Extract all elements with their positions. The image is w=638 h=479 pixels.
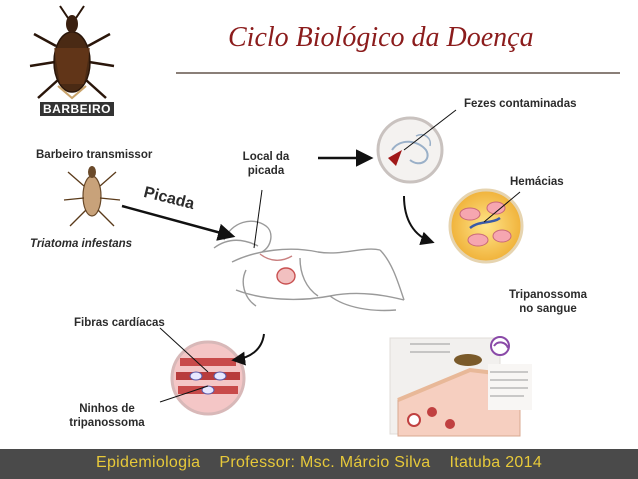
nests-label-line2: tripanossoma <box>69 417 145 429</box>
nests-label-line1: Ninhos de <box>79 403 135 415</box>
skin-cross-section-illustration <box>389 336 532 437</box>
feces-pointer <box>403 109 457 151</box>
cardiac-fibers-label: Fibras cardíacas <box>74 317 165 329</box>
trypanosome-nests-label: Ninhos de tripanossoma <box>60 402 154 430</box>
footer-text: Epidemiologia Professor: Msc. Márcio Sil… <box>95 454 543 471</box>
bite-site-label: Local da picada <box>236 150 296 178</box>
blood-label-line1: Tripanossoma <box>509 289 587 301</box>
feces-micrograph <box>376 116 444 184</box>
barbeiro-logo-label: BARBEIRO <box>40 102 115 116</box>
footer-bar: Epidemiologia Professor: Msc. Márcio Sil… <box>0 449 638 479</box>
feces-label: Fezes contaminadas <box>464 98 577 110</box>
triatoma-bug-illustration <box>63 166 121 227</box>
cycle-arrow-to-cells <box>403 195 435 246</box>
slide-title: Ciclo Biológico da Doença <box>228 22 534 53</box>
barbeiro-bug-illustration <box>29 5 115 100</box>
red-cells-micrograph <box>448 188 524 264</box>
cardiac-pointer <box>159 327 209 373</box>
nests-pointer <box>159 385 209 403</box>
bite-site-label-line2: picada <box>247 165 285 177</box>
red-cells-pointer <box>483 191 521 223</box>
vector-label: Barbeiro transmissor <box>36 149 153 161</box>
cycle-arrow-to-heart <box>231 333 265 366</box>
blood-label-line2: no sangue <box>519 303 577 315</box>
bite-arrow <box>121 204 236 241</box>
title-underline <box>176 72 620 74</box>
bite-site-label-line1: Local da <box>242 151 290 163</box>
species-label: Triatoma infestans <box>30 238 133 250</box>
cardiac-fibers-micrograph <box>170 340 246 416</box>
bite-site-pointer <box>253 189 263 249</box>
reclining-person-sketch <box>213 220 405 312</box>
red-cells-label: Hemácias <box>510 176 564 188</box>
blood-trypanosome-label: Tripanossoma no sangue <box>500 288 596 316</box>
